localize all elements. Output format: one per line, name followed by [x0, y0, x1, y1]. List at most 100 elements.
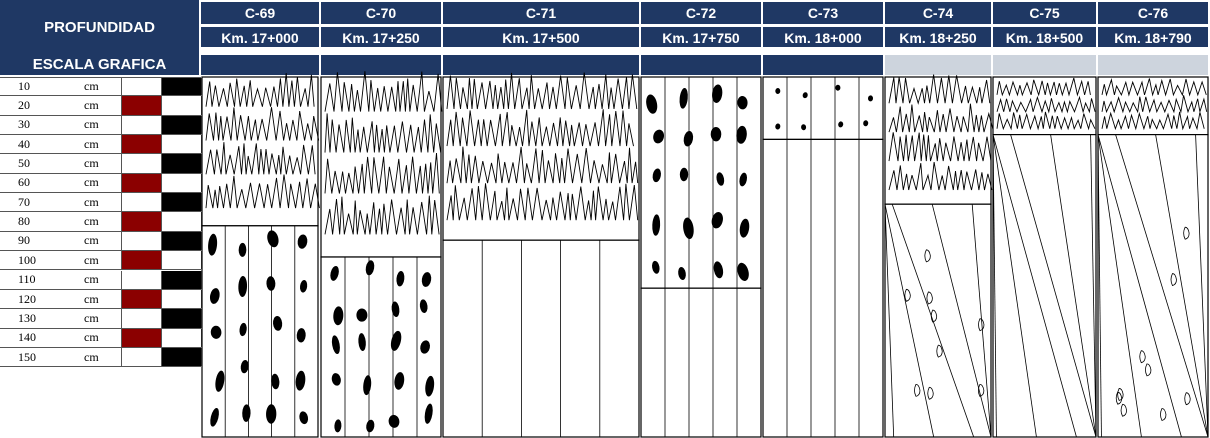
pattern-line	[1050, 134, 1097, 438]
scale-depth-value: 130	[18, 310, 36, 325]
scale-depth-value: 60	[18, 175, 30, 190]
stone-outline	[1170, 273, 1177, 287]
vegetation-stroke	[446, 72, 638, 110]
layer-box	[884, 203, 992, 438]
gravel-stone	[736, 125, 747, 144]
column-bar-c75	[993, 55, 1096, 75]
scale-color-cell	[121, 193, 161, 212]
gravel-stone	[240, 359, 249, 374]
layer-box	[640, 287, 762, 438]
gravel-stone	[366, 419, 375, 433]
vegetation-stroke	[446, 183, 639, 221]
layer-box	[762, 138, 884, 438]
gravel-stone	[801, 124, 807, 131]
profile-c73	[762, 76, 884, 438]
column-km-c72: Km. 17+750	[641, 27, 761, 49]
pattern-line	[884, 204, 895, 438]
layer-lines	[442, 239, 640, 438]
pattern-line	[1195, 134, 1209, 438]
scale-depth-value: 10	[18, 79, 30, 94]
gravel-stone	[711, 211, 723, 229]
scale-row: 30 cm	[0, 115, 202, 136]
scale-depth-value: 40	[18, 136, 30, 151]
gravel-stone	[802, 92, 808, 99]
scale-depth-value: 100	[18, 252, 36, 267]
scale-unit: cm	[84, 136, 99, 151]
scale-color-cell	[121, 78, 161, 96]
scale-unit: cm	[84, 98, 99, 113]
gravel-stone	[683, 217, 694, 240]
profile-c75	[992, 76, 1097, 438]
pattern-line	[1155, 134, 1209, 438]
column-bar-c70	[321, 55, 441, 75]
scale-depth-value: 150	[18, 349, 36, 364]
scale-color-cell	[121, 270, 161, 289]
profile-c71	[442, 72, 640, 438]
layer-lines	[762, 138, 884, 438]
stone-outline	[924, 249, 931, 263]
gravel-stone	[737, 262, 749, 282]
gravel-stone	[297, 234, 308, 249]
stone-outline	[1115, 391, 1123, 405]
gravel-stone	[208, 233, 218, 256]
layer-gravel_small	[762, 76, 884, 141]
gravel-stone	[863, 120, 869, 127]
gravel-stone	[358, 333, 366, 352]
scale-color-cell	[121, 96, 161, 115]
gravel-stone	[210, 325, 222, 339]
scale-unit: cm	[84, 79, 99, 94]
scale-unit: cm	[84, 214, 99, 229]
profile-c69	[201, 73, 320, 438]
vegetation-stroke	[446, 109, 634, 147]
pattern-line	[971, 204, 992, 438]
scale-color-cell	[121, 173, 161, 193]
pattern-line	[992, 134, 1037, 438]
scale-depth-value: 30	[18, 117, 30, 132]
column-code-c69: C-69	[201, 2, 319, 24]
gravel-stone	[331, 335, 340, 355]
stone-outline	[977, 383, 985, 397]
gravel-stone	[716, 172, 725, 186]
gravel-stone	[238, 242, 247, 257]
vegetation-stroke	[324, 152, 440, 194]
scale-row: 70 cm	[0, 193, 202, 213]
gravel-stone	[419, 299, 428, 314]
gravel-stone	[421, 272, 432, 287]
vegetation-stroke	[888, 132, 992, 162]
gravel-stone	[775, 88, 781, 94]
stone-outline	[978, 318, 985, 332]
gravel-stone	[365, 260, 375, 276]
gravel-stone	[424, 403, 433, 424]
vegetation-stroke	[205, 142, 316, 175]
stone-outline	[1160, 408, 1167, 421]
pattern-line	[1010, 134, 1097, 438]
vegetation-stroke	[996, 95, 1096, 114]
gravel-stone	[238, 276, 248, 297]
scale-depth-value: 90	[18, 233, 30, 248]
vegetation-stroke	[888, 103, 995, 133]
column-bar-c72	[641, 55, 761, 75]
gravel-stone	[390, 330, 402, 351]
gravel-stone	[299, 280, 308, 293]
stone-outline	[926, 291, 933, 305]
column-code-c74: C-74	[885, 2, 991, 24]
scale-unit: cm	[84, 194, 99, 209]
gravel-stone	[271, 373, 280, 390]
gravel-stone	[388, 414, 400, 428]
scale-depth-value: 70	[18, 194, 30, 209]
gravel-stone	[266, 276, 276, 291]
gravel-stone	[239, 322, 247, 337]
scale-unit: cm	[84, 252, 99, 267]
column-bar-c73	[763, 55, 883, 75]
gravel-stone	[425, 375, 435, 397]
scale-unit: cm	[84, 117, 99, 132]
pattern-line	[884, 204, 935, 438]
stone-outline	[1120, 403, 1127, 417]
layer-diagonal_stones	[884, 203, 992, 438]
vegetation-stroke	[446, 146, 639, 184]
vegetation-stroke	[996, 111, 1096, 131]
gravel-stone	[838, 121, 844, 128]
gravel-stone	[679, 87, 688, 109]
